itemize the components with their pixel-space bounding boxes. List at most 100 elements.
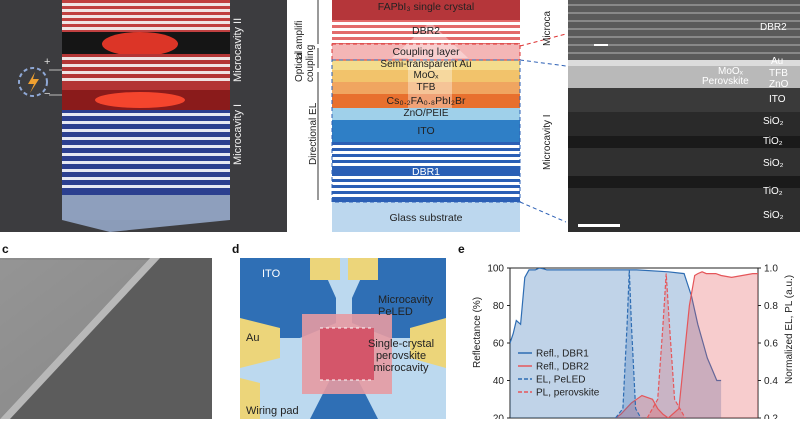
crystal-top-face	[0, 260, 148, 419]
series-group	[510, 268, 758, 418]
crystal-shadow-face	[0, 258, 212, 419]
layer-stack	[317, 0, 566, 232]
y-tick-label: 100	[487, 264, 504, 275]
dbr1-stack	[62, 110, 230, 195]
plus-sign: +	[44, 56, 51, 68]
wiring-pad	[240, 378, 260, 419]
panel-c	[0, 258, 212, 419]
y2-tick-label: 0.4	[764, 376, 778, 387]
panel-c-letter: c	[2, 242, 9, 256]
sem-label-perovskite: Perovskite	[702, 76, 749, 87]
sem-sio2-band-1	[568, 112, 800, 136]
minus-sign: −	[44, 88, 51, 100]
layer-moox	[332, 70, 520, 82]
crystal-edge	[0, 258, 160, 419]
sem-label-microcavity-i: Microcavity I	[542, 114, 553, 170]
label-single-crystal: Single-crystal perovskite microcavity	[368, 338, 435, 374]
sem-label-ito: ITO	[769, 94, 786, 105]
sem-label-dbr2: DBR2	[760, 22, 787, 33]
y2-tick-label: 0.6	[764, 339, 778, 350]
device-render	[18, 0, 230, 232]
y2-axis-label: Normalized EL, PL (a.u.)	[784, 275, 795, 384]
scale-bar-top	[594, 44, 608, 46]
y2-tick-label: 1.0	[764, 264, 778, 275]
dbr2-stack	[62, 0, 230, 32]
layer-label-zno: ZnO/PEIE	[403, 108, 449, 119]
layer-label-tfb: TFB	[416, 82, 436, 93]
battery-icon	[18, 67, 48, 97]
au-pad-left	[240, 318, 280, 368]
layer-dbr2	[332, 20, 520, 44]
sem-crystal-image	[0, 258, 212, 419]
y-tick-label: 40	[493, 376, 505, 387]
y2-tick-label: 0.8	[764, 301, 778, 312]
layer-dbr1	[332, 142, 520, 202]
legend-entry: Refl., DBR1	[536, 349, 589, 360]
legend-entry: PL, perovskite	[536, 388, 600, 399]
layer-ito	[332, 120, 520, 142]
y-tick-label: 80	[493, 301, 505, 312]
sem-label-microcavity-ii: Microca	[542, 10, 553, 46]
panel-b: Li amplifi Optical coupling Directional …	[290, 0, 566, 232]
scale-bar-bottom	[578, 224, 620, 227]
layer-perovskite	[332, 94, 520, 108]
label-microcavity-peled: Microcavity PeLED	[378, 294, 434, 318]
au-pad-right	[410, 318, 446, 368]
reflectance-chart: Reflectance (%) Normalized EL, PL (a.u.)…	[472, 264, 795, 420]
label-ito: ITO	[262, 268, 281, 280]
layer-zno	[332, 108, 520, 120]
device-layout-diagram	[240, 258, 446, 419]
sem-tio2-band-2	[568, 176, 800, 188]
sem-au-band	[568, 60, 800, 66]
label-microcavity-i: Microcavity I	[232, 103, 244, 165]
series-fill-0	[510, 268, 722, 418]
layer-au	[332, 60, 520, 70]
layer-label-crystal: FAPbI₃ single crystal	[377, 1, 475, 13]
sem-label-tfb: TFB	[769, 68, 788, 79]
panel-sem: Microca Microcavity I DBR2 Au MoOₓ TFB P…	[542, 0, 800, 232]
sem-image	[568, 0, 800, 232]
layer-label-au: Semi-transparent Au	[380, 59, 472, 70]
microcavity-dashed-box	[331, 59, 521, 203]
sem-ito-band	[568, 88, 800, 112]
sem-label-moox: MoOₓ	[718, 66, 743, 77]
single-crystal-microcavity	[320, 328, 374, 380]
panel-a: + − Microcavity II Microcavity I	[0, 0, 287, 232]
sem-sio2-band-2	[568, 148, 800, 176]
series-line-1	[615, 271, 758, 418]
y-axis-label: Reflectance (%)	[472, 297, 483, 368]
au-pad-top-left	[310, 258, 340, 280]
emission-glow-top	[102, 32, 178, 56]
legend-entry: EL, PeLED	[536, 375, 585, 386]
middle-stripes	[62, 54, 230, 90]
layer-label-dbr2: DBR2	[411, 25, 440, 37]
sem-dbr2-band	[568, 0, 800, 60]
panel-d-letter: d	[232, 242, 240, 256]
layer-label-coupling: Coupling layer	[392, 46, 460, 58]
layer-glass	[332, 202, 520, 232]
label-au: Au	[246, 332, 260, 344]
sem-tio2-band-1	[568, 136, 800, 148]
layer-label-ito: ITO	[417, 125, 435, 137]
series-line-2	[615, 269, 642, 418]
sem-label-sio2-1: SiO₂	[763, 116, 784, 127]
y-tick-label: 20	[493, 414, 505, 420]
series-line-3	[646, 273, 686, 418]
sem-label-sio2-3: SiO₂	[763, 210, 784, 221]
sem-label-zno: ZnO	[769, 79, 789, 90]
sem-perovskite-band	[568, 66, 800, 88]
glass-substrate	[62, 195, 230, 232]
sem-label-tio2-2: TiO₂	[763, 186, 783, 197]
layer-label-glass: Glass substrate	[389, 212, 463, 224]
sem-label-tio2-1: TiO₂	[763, 136, 783, 147]
series-fill-2	[615, 269, 641, 418]
panel-e-letter: e	[458, 242, 465, 256]
series-line-0	[510, 268, 722, 382]
series-fill-3	[647, 273, 686, 418]
layer-tfb	[332, 82, 520, 94]
y2-tick-label: 0.2	[764, 414, 778, 420]
emission-glow-bottom	[95, 92, 185, 108]
panel-d: ITO Au Wiring pad Microcavity PeLED Sing…	[240, 258, 446, 419]
layer-crystal	[332, 0, 520, 20]
